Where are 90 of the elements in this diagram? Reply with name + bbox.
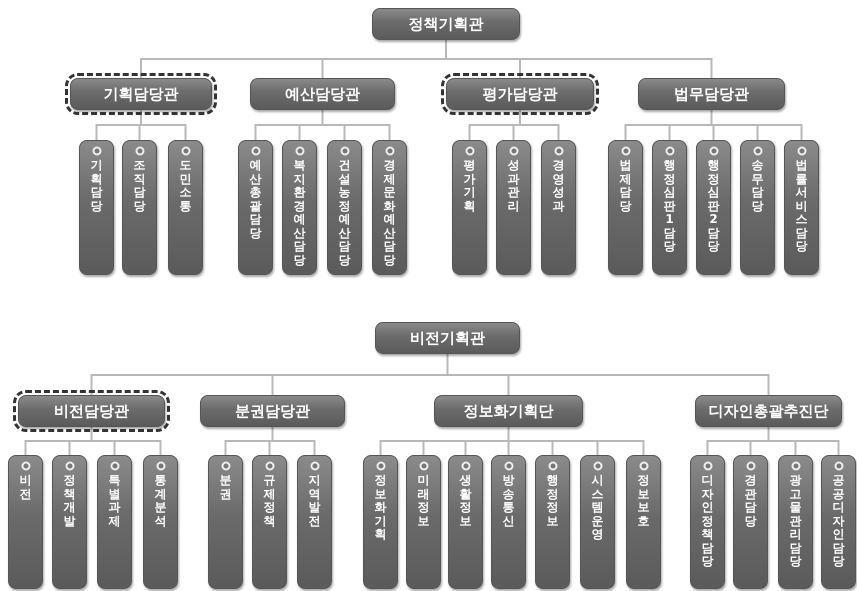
connector-line	[445, 40, 712, 78]
team-label: 경관담당	[744, 474, 758, 528]
connector-line	[272, 427, 316, 455]
team-label: 정보화기획	[374, 474, 388, 542]
department-box	[375, 322, 520, 354]
team-box	[8, 455, 43, 589]
team-label: 미래정보	[416, 474, 430, 528]
team-label: 도민소통	[178, 159, 192, 213]
department-label: 정책기획관	[408, 14, 484, 34]
department-label: 분권담당관	[235, 402, 310, 420]
team-box	[491, 455, 526, 589]
connector-line	[90, 427, 162, 455]
team-label: 통계분석	[154, 474, 168, 528]
team-label: 정책개발	[62, 474, 76, 528]
team-label: 규제정책	[262, 474, 276, 528]
department-label: 기획담당관	[104, 84, 178, 104]
team-box	[690, 455, 725, 589]
team-box	[327, 140, 362, 275]
connector-line	[508, 427, 644, 455]
team-box	[652, 140, 687, 275]
team-label: 방송통신	[502, 474, 516, 528]
team-label: 경영성과	[552, 159, 566, 213]
team-box	[97, 455, 132, 589]
department-box	[434, 395, 583, 427]
team-box	[363, 455, 398, 589]
department-label: 비전기획관	[410, 328, 485, 348]
department-label: 예산담당관	[285, 84, 360, 104]
department-label: 정보화기획단	[464, 402, 554, 420]
team-label: 조직담당	[132, 159, 146, 213]
team-box	[740, 140, 775, 275]
team-box	[535, 455, 570, 589]
connector-line	[322, 110, 390, 140]
team-box	[372, 140, 407, 275]
team-label: 생활정보	[458, 474, 472, 528]
team-label: 비전	[18, 474, 32, 501]
team-box	[733, 455, 768, 589]
department-label: 비전담당관	[54, 402, 129, 420]
team-box	[297, 455, 332, 589]
team-box	[79, 140, 114, 275]
team-label: 기획담당	[90, 159, 104, 213]
team-label: 법제담당	[618, 159, 632, 213]
team-label: 건설농정예산담당	[338, 159, 352, 267]
department-box	[638, 78, 785, 110]
team-label: 복지환경예산담당	[292, 159, 306, 267]
department-box	[372, 8, 520, 40]
connector-line	[519, 110, 560, 140]
team-box	[452, 140, 487, 275]
department-label: 디자인총괄추진단	[708, 402, 828, 420]
team-label: 행정심판1담당	[662, 159, 676, 254]
team-box	[448, 455, 483, 589]
team-box	[541, 140, 576, 275]
team-label: 경제문화예산담당	[382, 159, 396, 267]
team-box	[626, 455, 661, 589]
team-box	[252, 455, 287, 589]
team-label: 법률서비스담당	[794, 159, 808, 254]
team-box	[208, 455, 243, 589]
team-label: 평가기획	[462, 159, 476, 213]
team-box	[122, 140, 157, 275]
team-box	[282, 140, 317, 275]
department-box	[200, 395, 345, 427]
team-label: 지역발전	[308, 474, 322, 528]
team-box	[52, 455, 87, 589]
team-box	[143, 455, 178, 589]
team-label: 특별과제	[108, 474, 122, 528]
team-label: 공공디자인담당	[832, 474, 846, 568]
team-box	[784, 140, 819, 275]
team-label: 정보보호	[636, 474, 650, 528]
team-box	[168, 140, 203, 275]
team-box	[696, 140, 731, 275]
team-label: 분권	[218, 474, 232, 501]
team-label: 광고물관리담당	[788, 474, 802, 568]
team-box	[821, 455, 856, 589]
team-label: 시스템운영	[590, 474, 604, 542]
team-label: 행정정보	[546, 474, 560, 528]
team-label: 성과관리	[506, 159, 520, 213]
team-box	[580, 455, 615, 589]
team-label: 송무담당	[750, 159, 764, 213]
team-box	[496, 140, 531, 275]
connector-line	[446, 354, 770, 395]
team-label: 디자인정책담당	[700, 474, 714, 568]
department-label: 평가담당관	[482, 84, 558, 104]
team-label: 예산총괄담당	[248, 159, 262, 240]
department-box	[695, 395, 842, 427]
department-label: 법무담당관	[674, 84, 749, 104]
team-box	[238, 140, 273, 275]
team-box	[778, 455, 813, 589]
team-box	[608, 140, 643, 275]
team-box	[406, 455, 441, 589]
department-box	[250, 78, 395, 110]
team-label: 행정심판2담당	[706, 159, 720, 254]
